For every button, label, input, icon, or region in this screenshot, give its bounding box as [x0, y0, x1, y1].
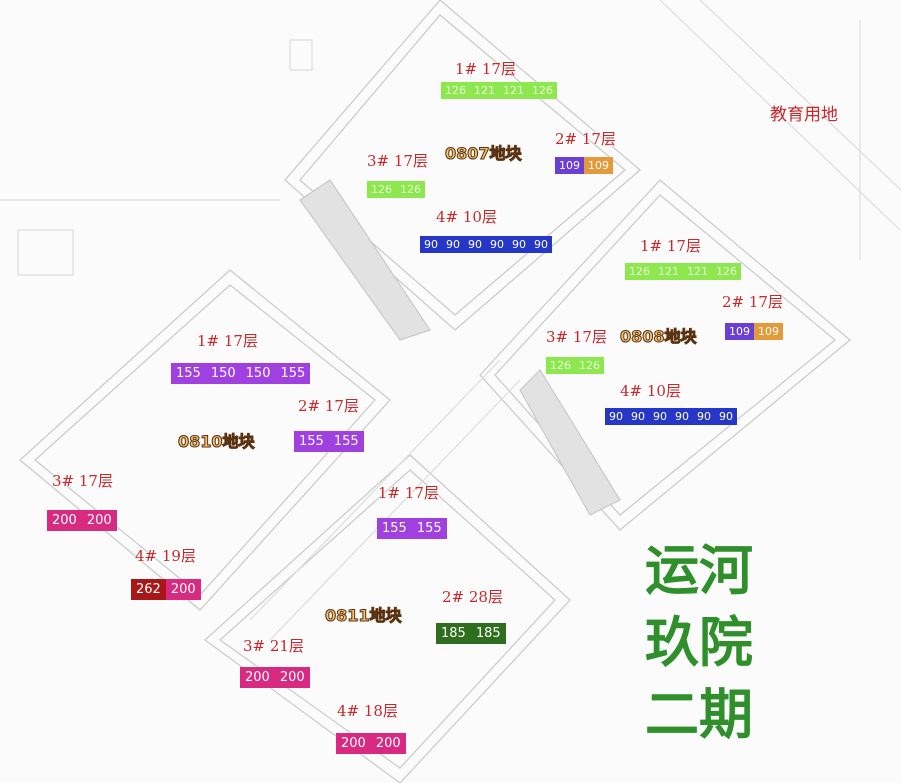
unit-size: 126: [528, 82, 557, 99]
building-label: 3# 17层: [367, 152, 428, 170]
unit-size: 126: [367, 181, 396, 198]
unit-size: 90: [649, 408, 671, 425]
unit-size: 155: [275, 363, 311, 384]
unit-size: 126: [712, 263, 741, 280]
building-label: 1# 17层: [640, 237, 701, 255]
unit-size: 121: [683, 263, 712, 280]
unit-size: 121: [499, 82, 528, 99]
unit-size: 155: [171, 363, 206, 384]
unit-size: 90: [508, 236, 530, 253]
unit-size: 155: [294, 431, 329, 452]
unit-size: 200: [47, 510, 82, 531]
unit-size: 121: [470, 82, 499, 99]
unit-size: 90: [715, 408, 737, 425]
unit-size: 155: [377, 518, 412, 539]
unit-size: 90: [464, 236, 486, 253]
unit-size: 90: [442, 236, 464, 253]
unit-size: 126: [546, 357, 575, 374]
building-label: 4# 10层: [436, 208, 497, 226]
unit-size: 109: [584, 157, 613, 174]
unit-size: 185: [436, 623, 471, 644]
building-label: 4# 19层: [135, 547, 196, 565]
plot-outline-0807: [284, 0, 641, 331]
unit-size: 109: [725, 323, 754, 340]
building-label: 3# 21层: [243, 637, 304, 655]
project-title-line: 玖院: [645, 611, 753, 674]
unit-size: 126: [396, 181, 425, 198]
unit-size: 200: [165, 579, 201, 600]
building-label: 1# 17层: [378, 484, 439, 502]
plot-outline-0811: [204, 454, 571, 783]
building-label: 1# 17层: [455, 60, 516, 78]
unit-size: 121: [654, 263, 683, 280]
unit-size: 109: [754, 323, 783, 340]
unit-size: 90: [671, 408, 693, 425]
unit-size: 126: [441, 82, 470, 99]
unit-size: 200: [336, 733, 371, 754]
unit-size: 126: [575, 357, 604, 374]
plot-title: 0810地块: [178, 432, 256, 452]
unit-size: 200: [274, 667, 310, 688]
building-label: 2# 17层: [722, 293, 783, 311]
building-footprints: [299, 179, 621, 516]
unit-size: 90: [605, 408, 627, 425]
building-label: 2# 28层: [442, 588, 503, 606]
plot-title: 0808地块: [620, 327, 698, 347]
unit-size: 200: [370, 733, 406, 754]
building-label: 4# 18层: [337, 702, 398, 720]
unit-size: 90: [486, 236, 508, 253]
education-land-label: 教育用地: [770, 105, 838, 125]
unit-size: 90: [530, 236, 552, 253]
unit-size: 126: [625, 263, 654, 280]
plot-title: 0807地块: [445, 144, 523, 164]
unit-size: 200: [240, 667, 275, 688]
unit-size: 109: [555, 157, 584, 174]
project-title-line: 运河: [645, 539, 753, 602]
plot-title: 0811地块: [325, 606, 403, 626]
unit-size: 90: [693, 408, 715, 425]
building-label: 3# 17层: [52, 472, 113, 490]
building-label: 2# 17层: [555, 130, 616, 148]
project-title: 运河 玖院 二期: [645, 535, 753, 751]
unit-size: 150: [205, 363, 241, 384]
unit-size: 155: [328, 431, 364, 452]
building-label: 3# 17层: [546, 328, 607, 346]
unit-size: 90: [420, 236, 442, 253]
unit-size: 200: [81, 510, 117, 531]
road-lines: [0, 0, 901, 641]
unit-size: 185: [470, 623, 506, 644]
building-label: 2# 17层: [298, 397, 359, 415]
plot-outline-0808: [479, 179, 851, 531]
unit-size: 150: [240, 363, 276, 384]
unit-size: 155: [411, 518, 447, 539]
unit-size: 262: [131, 579, 166, 600]
building-label: 4# 10层: [620, 382, 681, 400]
unit-size: 90: [627, 408, 649, 425]
building-label: 1# 17层: [197, 332, 258, 350]
project-title-line: 二期: [645, 683, 753, 746]
